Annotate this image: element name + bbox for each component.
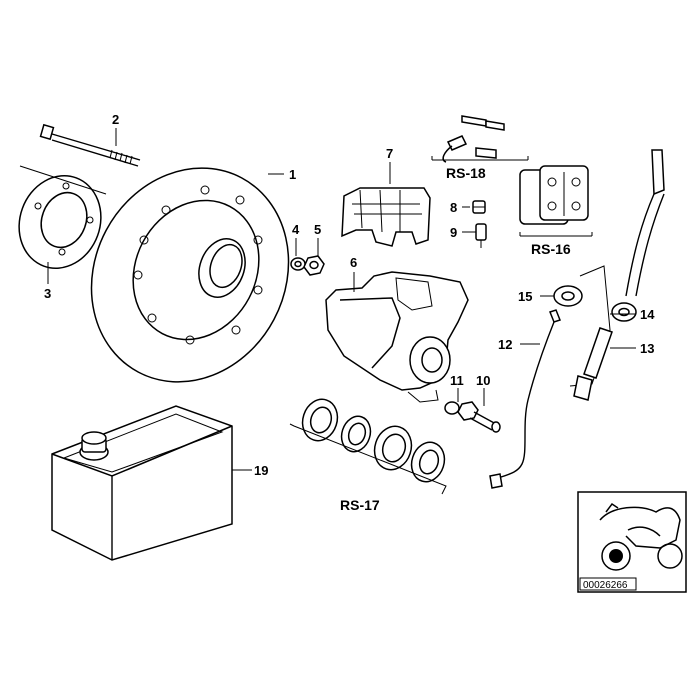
label-part-5: 5 bbox=[314, 222, 321, 237]
label-part-8: 8 bbox=[450, 200, 457, 215]
brake-caliper[interactable] bbox=[325, 271, 469, 403]
brake-line[interactable] bbox=[489, 309, 561, 489]
label-kit-rs18: RS-18 bbox=[446, 165, 486, 181]
hose-grommet[interactable] bbox=[611, 302, 637, 322]
label-kit-rs17: RS-17 bbox=[340, 497, 380, 513]
disc-bolt[interactable] bbox=[39, 123, 141, 167]
pin-set[interactable] bbox=[431, 115, 529, 163]
label-kit-rs16: RS-16 bbox=[531, 241, 571, 257]
label-part-2: 2 bbox=[112, 112, 119, 127]
brake-disc[interactable] bbox=[54, 133, 325, 416]
caliper-washer[interactable] bbox=[444, 401, 460, 415]
spacer-ring[interactable] bbox=[6, 164, 113, 280]
motorcycle-icon bbox=[599, 502, 683, 571]
label-part-14: 14 bbox=[640, 307, 655, 322]
label-part-4: 4 bbox=[292, 222, 300, 237]
brake-fluid-container[interactable] bbox=[51, 405, 233, 561]
brake-pads[interactable] bbox=[519, 165, 593, 237]
label-part-10: 10 bbox=[476, 373, 490, 388]
leader-lines bbox=[47, 128, 636, 471]
label-part-1: 1 bbox=[289, 167, 296, 182]
pad-retainer[interactable] bbox=[341, 187, 431, 247]
upper-brake-hose[interactable] bbox=[625, 149, 665, 297]
label-part-7: 7 bbox=[386, 146, 393, 161]
label-part-15: 15 bbox=[518, 289, 532, 304]
seal-kit[interactable] bbox=[289, 395, 449, 495]
bleeder-cap[interactable] bbox=[472, 200, 486, 214]
diagram-code: 00026266 bbox=[583, 580, 628, 591]
bleeder-screw[interactable] bbox=[475, 223, 487, 248]
label-part-3: 3 bbox=[44, 286, 51, 301]
washer[interactable] bbox=[290, 257, 306, 271]
label-part-6: 6 bbox=[350, 255, 357, 270]
part-labels: 1 2 3 4 5 6 7 8 9 10 11 12 13 14 15 19 R… bbox=[44, 112, 655, 513]
label-part-12: 12 bbox=[498, 337, 512, 352]
caliper-bolt[interactable] bbox=[457, 401, 501, 433]
label-part-19: 19 bbox=[254, 463, 268, 478]
label-part-13: 13 bbox=[640, 341, 654, 356]
brake-hose[interactable] bbox=[569, 265, 613, 401]
nut[interactable] bbox=[303, 255, 325, 276]
label-part-11: 11 bbox=[450, 373, 464, 388]
label-part-9: 9 bbox=[450, 225, 457, 240]
grommet[interactable] bbox=[553, 285, 583, 307]
locator-inset: 00026266 bbox=[577, 491, 687, 593]
